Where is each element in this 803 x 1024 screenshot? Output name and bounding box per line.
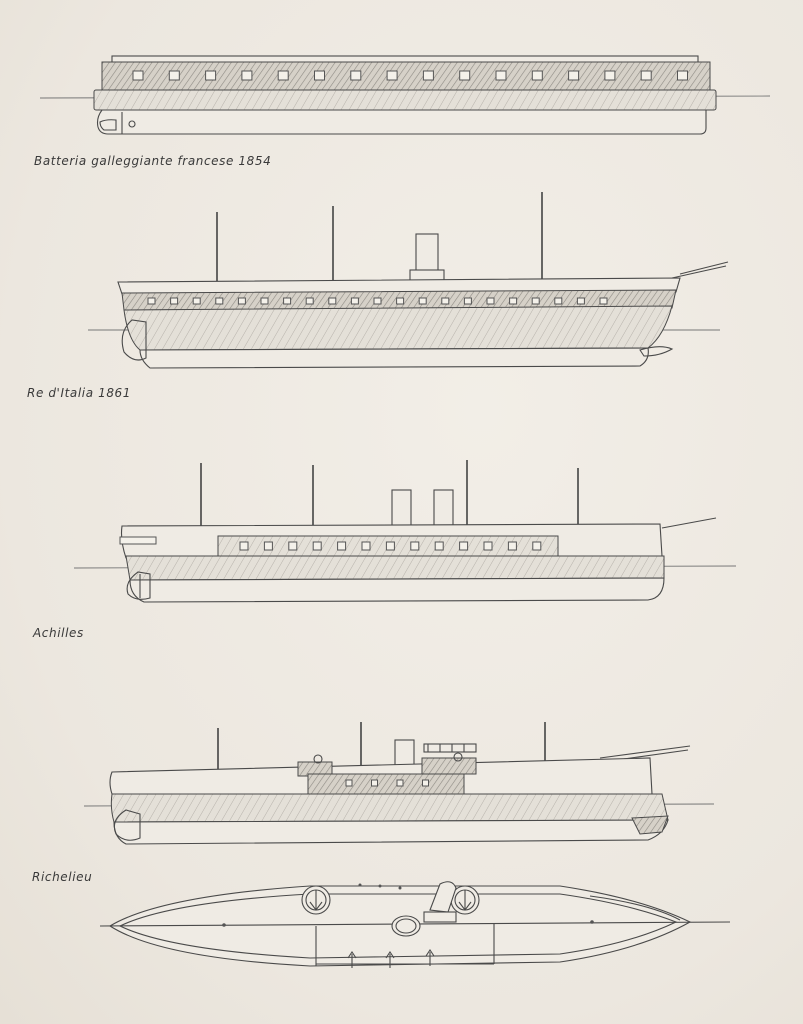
gunport [422,779,429,787]
gunport [486,297,495,305]
gunport [350,297,359,305]
gunport [640,70,652,81]
gunport [312,541,322,551]
gunport [345,779,353,787]
battery-gunports [132,70,688,81]
gunport [263,541,273,551]
gunport [373,297,382,305]
gunport [237,297,246,305]
richelieu-deck-plan [99,881,731,968]
gunport [350,70,362,81]
gunport [215,297,224,305]
gunport [328,297,337,305]
caption-richelieu: Richelieu [32,870,93,884]
achilles-drawing [73,460,737,603]
gunport [305,297,314,305]
gunport [260,297,269,305]
gunport [463,297,472,305]
gunport [168,70,180,81]
gunport [677,70,688,81]
gunport [147,297,156,305]
gunport [599,297,608,305]
gunport [205,70,217,81]
gunport [396,779,404,787]
gunport [434,541,444,551]
gunport [361,541,371,551]
gunport [418,297,427,305]
gunport [495,70,507,81]
gunport [604,70,616,81]
gunport [241,70,253,81]
achilles-gunports [239,541,542,551]
gunport [459,70,471,81]
re-italia-drawing [88,192,729,369]
gunport [531,70,543,81]
gunport [509,297,518,305]
gunport [386,70,398,81]
gunport [385,541,395,551]
gunport [239,541,249,551]
gunport [483,541,493,551]
gunport [192,297,201,305]
gunport [531,297,540,305]
caption-achilles: Achilles [33,626,84,640]
floating-battery-drawing [39,55,771,135]
gunport [170,297,179,305]
gunport [554,297,563,305]
gunport [532,541,542,551]
caption-re-italia: Re d'Italia 1861 [27,386,132,400]
gunport [576,297,585,305]
gunport [277,70,289,81]
gunport [441,297,450,305]
gunport [337,541,347,551]
gunport [422,70,434,81]
gunport [507,541,517,551]
gunport [371,779,378,787]
gunport [459,541,469,551]
re-italia-gunports [147,297,608,305]
gunport [410,541,420,551]
richelieu-gunports [345,779,429,787]
gunport [314,70,325,81]
gunport [283,297,292,305]
gunport [568,70,580,81]
caption-floating-battery: Batteria galleggiante francese 1854 [34,154,272,168]
richelieu-drawing [83,722,715,845]
gunport [288,541,298,551]
gunport [132,70,144,81]
gunport [396,297,405,305]
